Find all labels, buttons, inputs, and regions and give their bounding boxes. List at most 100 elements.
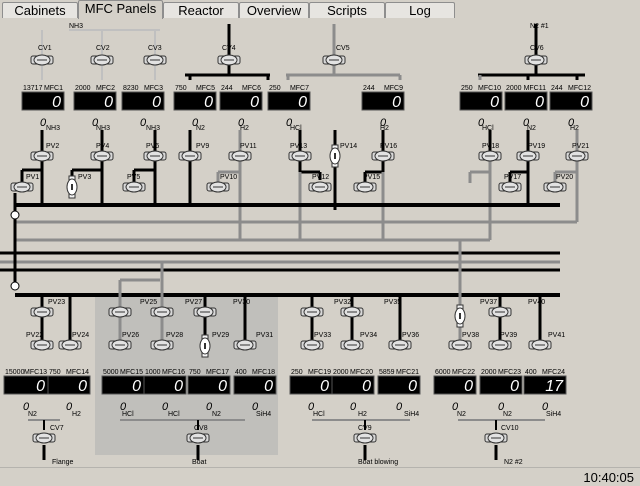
pneumatic-valve-pv20[interactable]: PV20	[543, 174, 573, 193]
tab-reactor[interactable]: Reactor	[163, 2, 239, 18]
pneumatic-valve-pv27[interactable]: PV27	[150, 299, 202, 318]
control-valve-cv2[interactable]: CV2	[90, 45, 114, 66]
pneumatic-valve-pv6[interactable]: PV6	[143, 143, 167, 162]
mfc-reading: 0	[478, 117, 485, 129]
pneumatic-valve-pv2[interactable]: PV2	[30, 143, 59, 162]
valve-label: CV8	[194, 425, 208, 432]
mfc-range: 5000	[103, 369, 119, 376]
pneumatic-valve-pv24[interactable]: PV24	[58, 332, 89, 351]
mfc-value: 0	[218, 378, 227, 395]
pneumatic-valve-pv16[interactable]: PV16	[371, 143, 397, 162]
valve-label: PV15	[363, 174, 380, 181]
control-valve-cv9[interactable]: CV9	[353, 425, 377, 444]
pneumatic-valve-pv21[interactable]: PV21	[565, 143, 589, 162]
valve-label: PV32	[334, 299, 351, 306]
pneumatic-valve-pv36[interactable]: PV36	[388, 332, 419, 351]
control-valve-cv7[interactable]: CV7	[32, 425, 64, 444]
pneumatic-valve-pv4[interactable]: PV4	[90, 143, 114, 162]
pneumatic-valve-pv17[interactable]: PV17	[498, 174, 522, 193]
control-valve-cv5[interactable]: CV5	[322, 45, 350, 66]
pneumatic-valve-pv19[interactable]: PV19	[516, 143, 545, 162]
pneumatic-valve-pv38[interactable]: PV38	[448, 332, 479, 351]
pneumatic-valve-pv39[interactable]: PV39	[488, 332, 517, 351]
mfc-value: 0	[78, 378, 87, 395]
pneumatic-valve-pv31[interactable]: PV31	[233, 332, 273, 351]
valve-label: PV14	[340, 143, 357, 150]
pneumatic-valve-pv10[interactable]: PV10	[206, 174, 237, 193]
pneumatic-valve-pv30[interactable]: PV30	[193, 299, 250, 318]
valve-label: PV34	[360, 332, 377, 339]
valve-label: PV41	[548, 332, 565, 339]
pneumatic-valve-pv22[interactable]: PV22	[26, 332, 54, 351]
mfc-reading: 0	[120, 401, 127, 413]
mfc-display	[47, 375, 91, 395]
pneumatic-valve-pv11[interactable]: PV11	[228, 143, 257, 162]
pneumatic-valve-pv12[interactable]: PV12	[308, 174, 332, 193]
pneumatic-valve-pv32[interactable]: PV32	[300, 299, 351, 318]
pneumatic-valve-pv14[interactable]: PV14	[329, 143, 357, 168]
tab-mfc-panels[interactable]: MFC Panels	[78, 0, 163, 19]
pneumatic-valve-pv13[interactable]: PV13	[288, 143, 312, 162]
valve-label: PV28	[166, 332, 183, 339]
pneumatic-valve-pv23[interactable]: PV23	[30, 299, 65, 318]
pneumatic-valve-pv18[interactable]: PV18	[478, 143, 502, 162]
tab-overview[interactable]: Overview	[239, 2, 309, 18]
mfc-name: MFC3	[144, 85, 163, 92]
pneumatic-valve-pv29[interactable]: PV29	[199, 332, 229, 358]
mfc-display	[73, 91, 117, 111]
pneumatic-valve-pv1[interactable]: PV1	[10, 174, 39, 193]
control-valve-cv8[interactable]: CV8	[186, 425, 210, 444]
pneumatic-valve-pv40[interactable]: PV40	[488, 299, 545, 318]
pneumatic-valve-pv9[interactable]: PV9	[178, 143, 209, 162]
mfc-value: 0	[132, 378, 141, 395]
pneumatic-valve-pv15[interactable]: PV15	[353, 174, 380, 193]
control-valve-cv4[interactable]: CV4	[217, 45, 241, 66]
gas-label-sih4: SiH4	[546, 411, 561, 418]
pneumatic-valve-pv3[interactable]: PV3	[66, 174, 91, 199]
tab-cabinets[interactable]: Cabinets	[2, 2, 78, 18]
pneumatic-valve-pv35[interactable]: PV35	[340, 299, 401, 318]
pneumatic-valve-pv41[interactable]: PV41	[528, 332, 565, 351]
tab-scripts[interactable]: Scripts	[309, 2, 385, 18]
tab-bar: Cabinets MFC Panels Reactor Overview Scr…	[0, 0, 640, 19]
pneumatic-valve-pv28[interactable]: PV28	[150, 332, 183, 351]
valve-label: PV33	[314, 332, 331, 339]
pneumatic-valve-pv34[interactable]: PV34	[340, 332, 377, 351]
pneumatic-valve-pv33[interactable]: PV33	[300, 332, 331, 351]
mfc-name: MFC20	[350, 369, 373, 376]
pneumatic-valve-pv5[interactable]: PV5	[122, 174, 146, 193]
control-valve-cv3[interactable]: CV3	[143, 45, 167, 66]
tab-log[interactable]: Log	[385, 2, 455, 18]
valve-label: PV20	[556, 174, 573, 181]
control-valve-cv1[interactable]: CV1	[30, 45, 54, 66]
control-valve-cv10[interactable]: CV10	[484, 425, 519, 444]
mfc-name: MFC6	[242, 85, 261, 92]
pneumatic-valve-pv37[interactable]: PV37	[454, 299, 497, 328]
pneumatic-valve-pv25[interactable]: PV25	[108, 299, 157, 318]
control-valve-cv6[interactable]: CV6	[524, 45, 548, 66]
pneumatic-valve-pv26[interactable]: PV26	[108, 332, 139, 351]
gas-label-nh3: NH3	[146, 125, 160, 132]
valve-label: PV18	[482, 143, 499, 150]
valve-label: PV38	[462, 332, 479, 339]
